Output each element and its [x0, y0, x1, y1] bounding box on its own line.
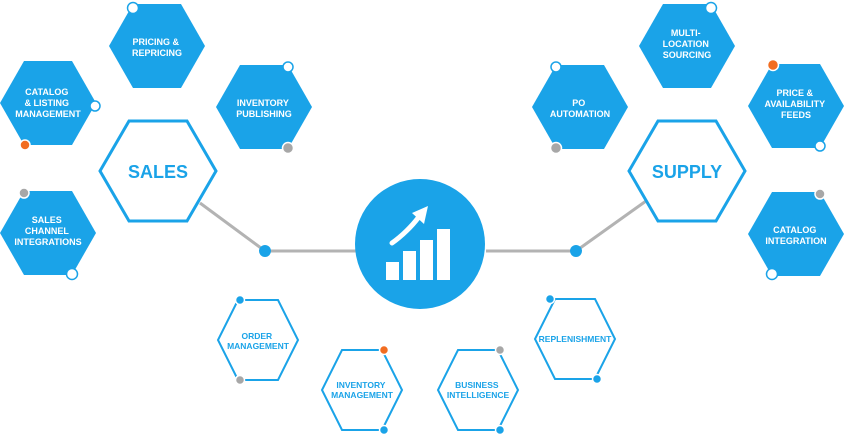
badge-dot	[494, 424, 506, 436]
badge-dot	[704, 1, 718, 15]
svg-text:INVENTORY MANAGEMENT: INVENTORY MANAGEMENT	[331, 380, 394, 400]
node-label-line: CATALOG	[773, 225, 816, 235]
supply-connector	[575, 199, 647, 253]
node-label-line: SOURCING	[663, 50, 712, 60]
node-label-line: ORDER	[241, 331, 272, 341]
node-order-management: ORDER MANAGEMENT	[216, 294, 300, 386]
badge-dot	[814, 188, 826, 200]
supply-junction-dot	[570, 245, 582, 257]
node-label-line: MANAGEMENT	[15, 109, 81, 119]
node-price-availability-feeds: PRICE & AVAILABILITY FEEDS	[748, 58, 844, 152]
node-inventory-publishing: INVENTORY PUBLISHING	[216, 61, 312, 155]
badge-dot	[549, 141, 563, 155]
node-label-line: AVAILABILITY	[764, 99, 825, 109]
growth-chart-icon	[386, 206, 450, 280]
node-replenishment: REPLENISHMENT	[533, 293, 617, 385]
svg-text:MULTI- LOCATION SO: MULTI- LOCATION SOURCING	[663, 28, 712, 60]
svg-text:PO AUTOMATION: PO AUTOMATION	[550, 98, 610, 119]
node-label-line: SALES	[32, 215, 62, 225]
connectors	[199, 199, 647, 257]
node-label-line: PUBLISHING	[236, 109, 292, 119]
node-multi-location-sourcing: MULTI- LOCATION SOURCING	[639, 1, 735, 88]
badge-dot	[19, 139, 31, 151]
badge-dot	[234, 374, 246, 386]
badge-dot	[18, 187, 30, 199]
badge-dot	[234, 294, 246, 306]
svg-text:INVENTORY PUBLISHING: INVENTORY PUBLISHING	[236, 98, 292, 119]
node-business-intelligence: BUSINESS INTELLIGENCE	[436, 344, 520, 436]
badge-dot	[378, 344, 390, 356]
svg-text:ORDER MANAGEMENT: ORDER MANAGEMENT	[227, 331, 290, 351]
node-label-line: CHANNEL	[25, 226, 70, 236]
sales-hub-label: SALES	[128, 162, 188, 182]
node-label-line: REPRICING	[132, 48, 182, 58]
node-label-line: & LISTING	[24, 98, 69, 108]
node-label-line: INVENTORY	[237, 98, 289, 108]
sales-hub: SALES	[98, 119, 218, 223]
node-sales-channel-integrations: SALES CHANNEL INTEGRATIONS	[0, 187, 96, 281]
badge-dot	[89, 100, 101, 112]
svg-text:PRICE & AVAILABILITY: PRICE & AVAILABILITY FEEDS	[764, 88, 827, 120]
svg-text:REPLENISHMENT: REPLENISHMENT	[539, 334, 613, 344]
node-label-line: MULTI-	[671, 28, 701, 38]
node-label-line: BUSINESS	[455, 380, 499, 390]
badge-dot	[591, 373, 603, 385]
node-catalog-listing-management: CATALOG & LISTING MANAGEMENT	[0, 61, 101, 151]
node-label-line: AUTOMATION	[550, 109, 610, 119]
badge-dot	[550, 61, 562, 73]
sales-connector	[199, 201, 266, 253]
node-label-line: FEEDS	[781, 110, 811, 120]
node-label-line: PO	[572, 98, 585, 108]
node-label-line: PRICE &	[776, 88, 813, 98]
badge-dot	[814, 140, 826, 152]
node-label-line: INTELLIGENCE	[447, 390, 510, 400]
node-label-line: CATALOG	[25, 87, 68, 97]
svg-text:BUSINESS INTELLIGENCE: BUSINESS INTELLIGENCE	[447, 380, 510, 400]
badge-dot	[766, 58, 780, 72]
badge-dot	[282, 61, 294, 73]
node-catalog-integration: CATALOG INTEGRATION	[748, 188, 844, 281]
node-label-line: INTEGRATION	[765, 236, 826, 246]
svg-text:SALES CHANNEL INTE: SALES CHANNEL INTEGRATIONS	[14, 215, 81, 247]
badge-dot	[765, 267, 779, 281]
node-po-automation: PO AUTOMATION	[532, 61, 628, 155]
badge-dot	[65, 267, 79, 281]
node-label-line: MANAGEMENT	[331, 390, 394, 400]
node-label-line: LOCATION	[663, 39, 709, 49]
node-label-line: INTEGRATIONS	[14, 237, 81, 247]
badge-dot	[494, 344, 506, 356]
svg-text:CATALOG INTEGRATION: CATALOG INTEGRATION	[765, 225, 826, 246]
node-label-line: INVENTORY	[336, 380, 385, 390]
node-pricing-repricing: PRICING & REPRICING	[109, 1, 205, 88]
badge-dot	[126, 1, 140, 15]
badge-dot	[544, 293, 556, 305]
svg-text:PRICING & REPRICING: PRICING & REPRICING	[132, 37, 182, 58]
center-hub	[355, 179, 485, 309]
node-label-line: PRICING &	[132, 37, 179, 47]
badge-dot	[378, 424, 390, 436]
sales-junction-dot	[259, 245, 271, 257]
node-label-line: MANAGEMENT	[227, 341, 290, 351]
svg-text:CATALOG & LISTING: CATALOG & LISTING MANAGEMENT	[15, 87, 81, 119]
node-inventory-management: INVENTORY MANAGEMENT	[320, 344, 404, 436]
node-label-line: REPLENISHMENT	[539, 334, 613, 344]
supply-hub-label: SUPPLY	[652, 162, 722, 182]
badge-dot	[281, 141, 295, 155]
supply-hub: SUPPLY	[627, 119, 747, 223]
